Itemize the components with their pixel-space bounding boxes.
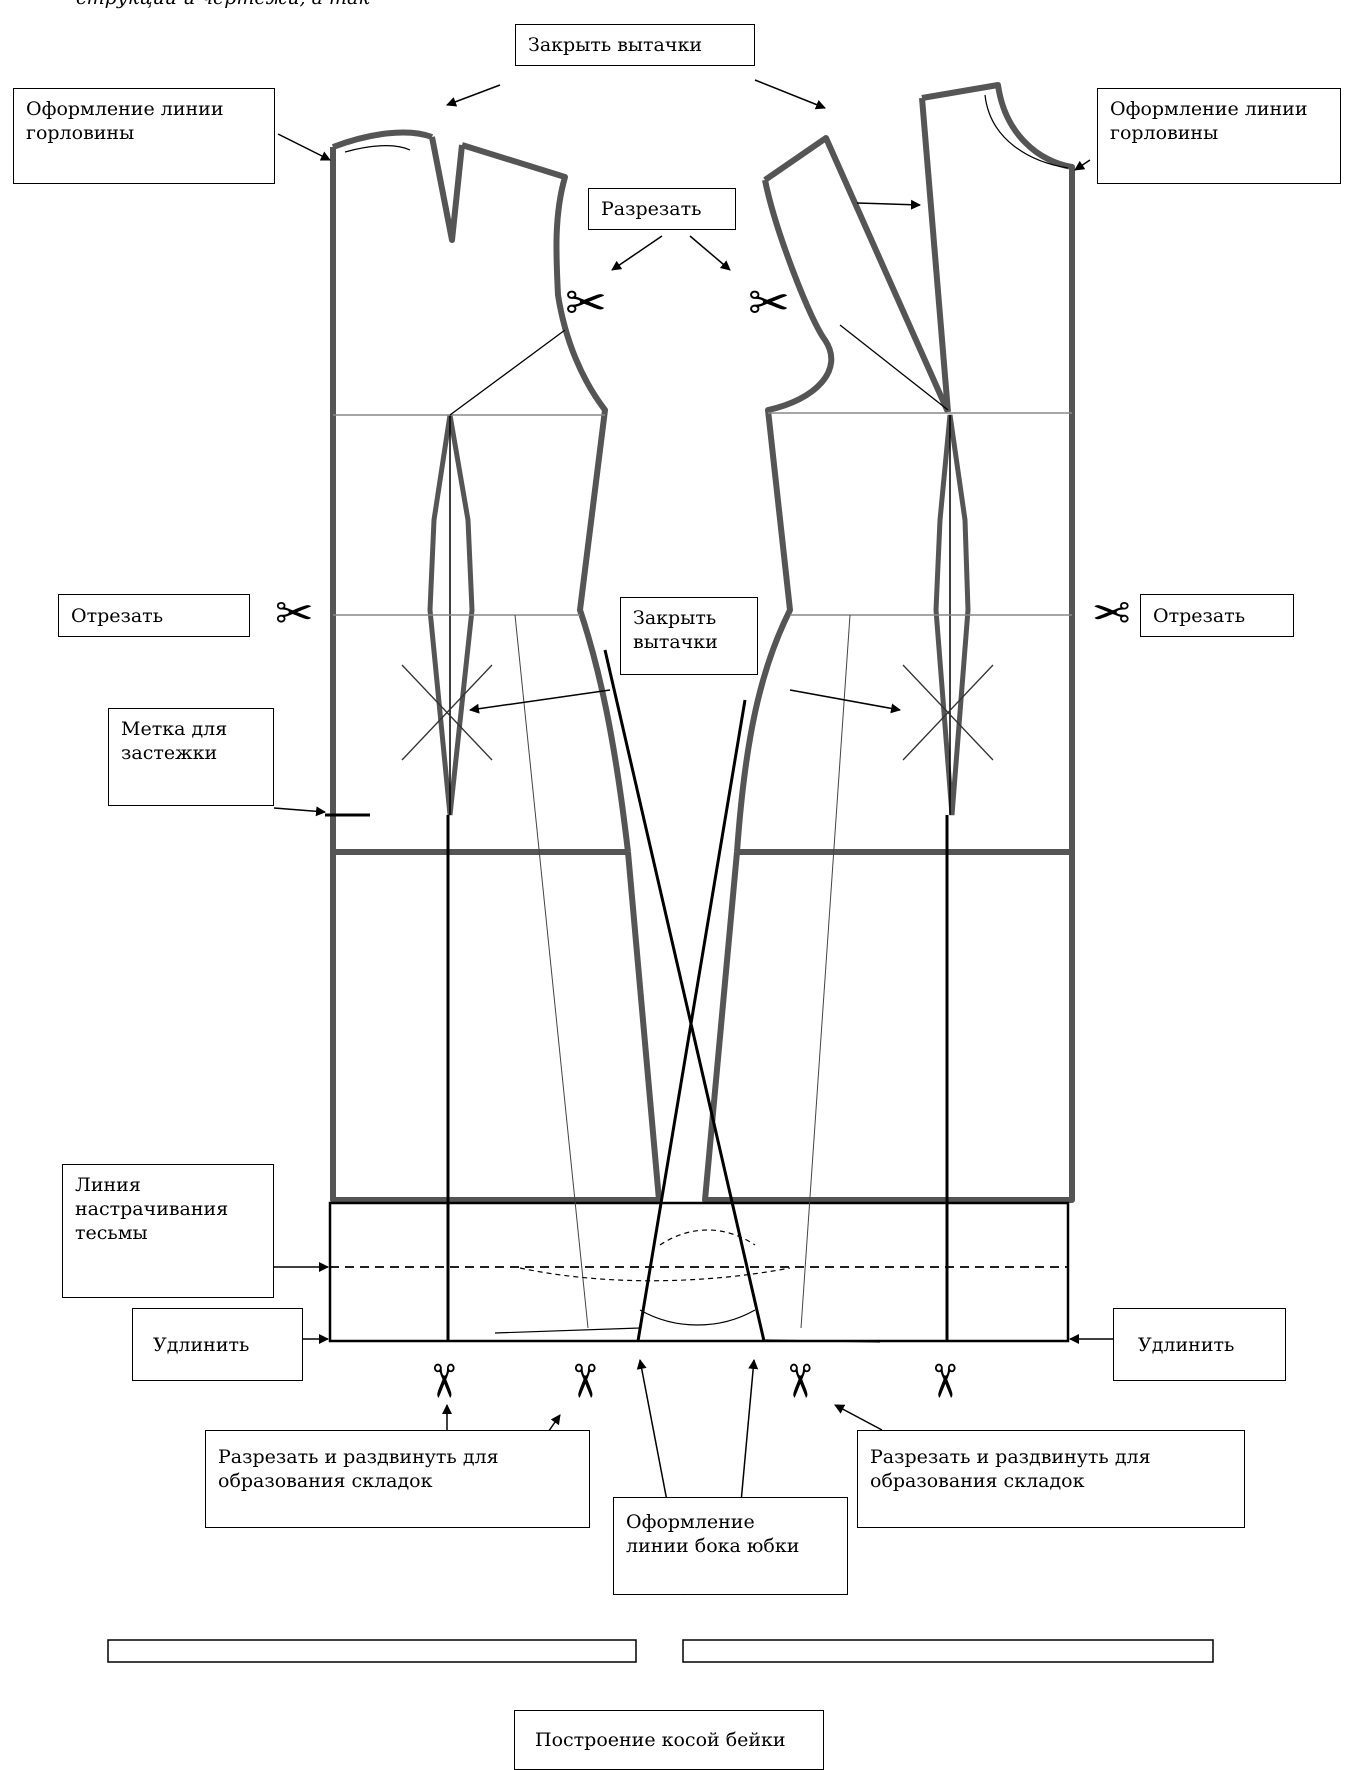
label-skirt-side: Оформление линии бока юбки bbox=[613, 1497, 848, 1595]
label-cut-spread-left: Разрезать и раздвинуть для образования с… bbox=[205, 1430, 590, 1528]
skirt-extension bbox=[328, 1201, 1070, 1343]
scissors-icon: ✂ bbox=[748, 274, 790, 332]
label-neckline-right: Оформление линии горловины bbox=[1097, 88, 1341, 184]
scissors-icon: ✂ bbox=[565, 274, 607, 332]
bias-strip-left bbox=[107, 1639, 637, 1663]
right-dart bbox=[933, 414, 971, 816]
scissors-icon: ✂ bbox=[772, 1361, 827, 1401]
scissors-icon: ✂ bbox=[275, 586, 314, 640]
label-fastener-mark: Метка для застежки bbox=[108, 708, 274, 806]
scissors-icon: ✂ bbox=[917, 1361, 972, 1401]
label-cut-off-left: Отрезать bbox=[58, 594, 250, 637]
label-neckline-left: Оформление линии горловины bbox=[13, 88, 275, 184]
bias-strip-right bbox=[682, 1639, 1214, 1663]
label-tape-line: Линия настрачивания тесьмы bbox=[62, 1164, 274, 1298]
label-cut-armhole: Разрезать bbox=[588, 188, 736, 230]
label-cut-off-right: Отрезать bbox=[1140, 594, 1294, 637]
clipped-caption: струкции и чертежи, а так bbox=[76, 0, 476, 16]
left-bodice-outline bbox=[330, 129, 662, 1203]
right-bodice-outline bbox=[702, 82, 1075, 1203]
scissors-icon: ✂ bbox=[416, 1361, 471, 1401]
label-lengthen-right: Удлинить bbox=[1113, 1308, 1286, 1381]
label-bias-binding: Построение косой бейки bbox=[514, 1710, 824, 1770]
label-lengthen-left: Удлинить bbox=[132, 1308, 303, 1381]
label-close-darts-middle: Закрыть вытачки bbox=[620, 597, 758, 675]
label-close-darts-top: Закрыть вытачки bbox=[515, 24, 755, 66]
scissors-icon: ✂ bbox=[1092, 586, 1131, 640]
callout-arrows bbox=[273, 79, 1113, 1596]
label-cut-spread-right: Разрезать и раздвинуть для образования с… bbox=[857, 1430, 1245, 1528]
scissors-icon: ✂ bbox=[557, 1361, 612, 1401]
